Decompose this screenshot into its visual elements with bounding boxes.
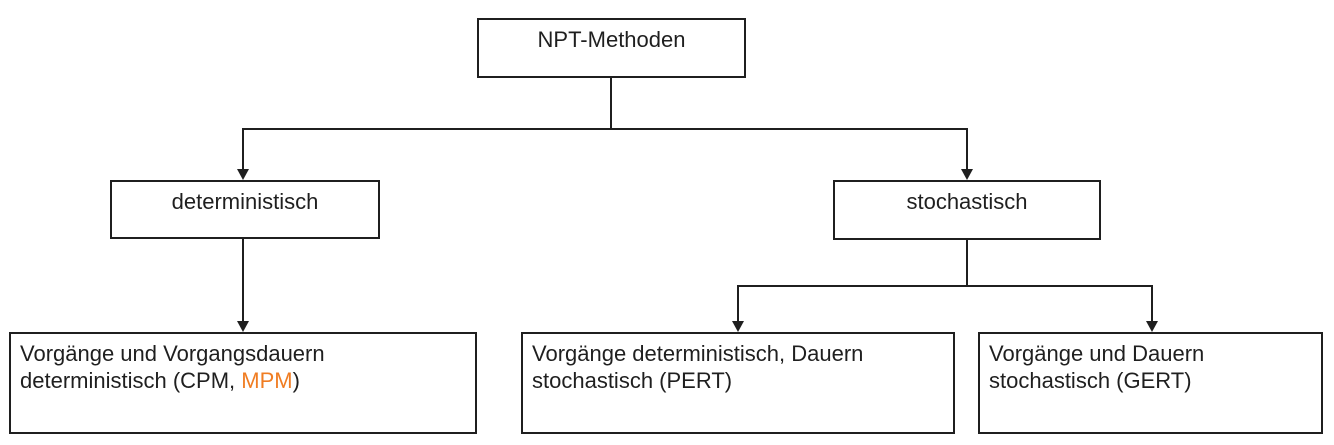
arrowhead-to-stochastisch — [961, 169, 973, 180]
connector-to-stochastisch — [966, 128, 968, 172]
node-cpm-mpm-line2-prefix: deterministisch (CPM, — [20, 368, 242, 393]
connector-level1-bar — [242, 128, 968, 130]
connector-to-deterministisch — [242, 128, 244, 172]
connector-stochastisch-stem — [966, 238, 968, 286]
node-cpm-mpm: Vorgänge und Vorgangsdauern deterministi… — [9, 332, 477, 434]
node-pert-line2: stochastisch (PERT) — [532, 368, 733, 393]
arrowhead-to-gert — [1146, 321, 1158, 332]
connector-root-stem — [610, 77, 612, 129]
arrowhead-to-cpm-mpm — [237, 321, 249, 332]
node-cpm-mpm-line1: Vorgänge und Vorgangsdauern — [20, 341, 325, 366]
arrowhead-to-pert — [732, 321, 744, 332]
node-stochastisch: stochastisch — [833, 180, 1101, 240]
node-cpm-mpm-highlight-mpm: MPM — [241, 368, 293, 393]
node-cpm-mpm-line2-suffix: ) — [292, 368, 300, 393]
node-gert: Vorgänge und Dauern stochastisch (GERT) — [978, 332, 1323, 434]
arrowhead-to-deterministisch — [237, 169, 249, 180]
node-deterministisch: deterministisch — [110, 180, 380, 239]
connector-level2-bar — [737, 285, 1153, 287]
node-cpm-mpm-line2: deterministisch (CPM, MPM) — [20, 367, 467, 394]
node-stochastisch-label: stochastisch — [906, 189, 1028, 214]
connector-to-cpm-mpm — [242, 238, 244, 324]
node-deterministisch-label: deterministisch — [171, 189, 319, 214]
node-pert: Vorgänge deterministisch, Dauern stochas… — [521, 332, 955, 434]
connector-to-pert — [737, 285, 739, 323]
node-npt-methoden: NPT-Methoden — [477, 18, 746, 78]
node-pert-line1: Vorgänge deterministisch, Dauern — [532, 341, 864, 366]
node-npt-methoden-label: NPT-Methoden — [537, 27, 686, 52]
node-gert-line1: Vorgänge und Dauern — [989, 341, 1205, 366]
node-gert-line2: stochastisch (GERT) — [989, 368, 1192, 393]
connector-to-gert — [1151, 285, 1153, 323]
